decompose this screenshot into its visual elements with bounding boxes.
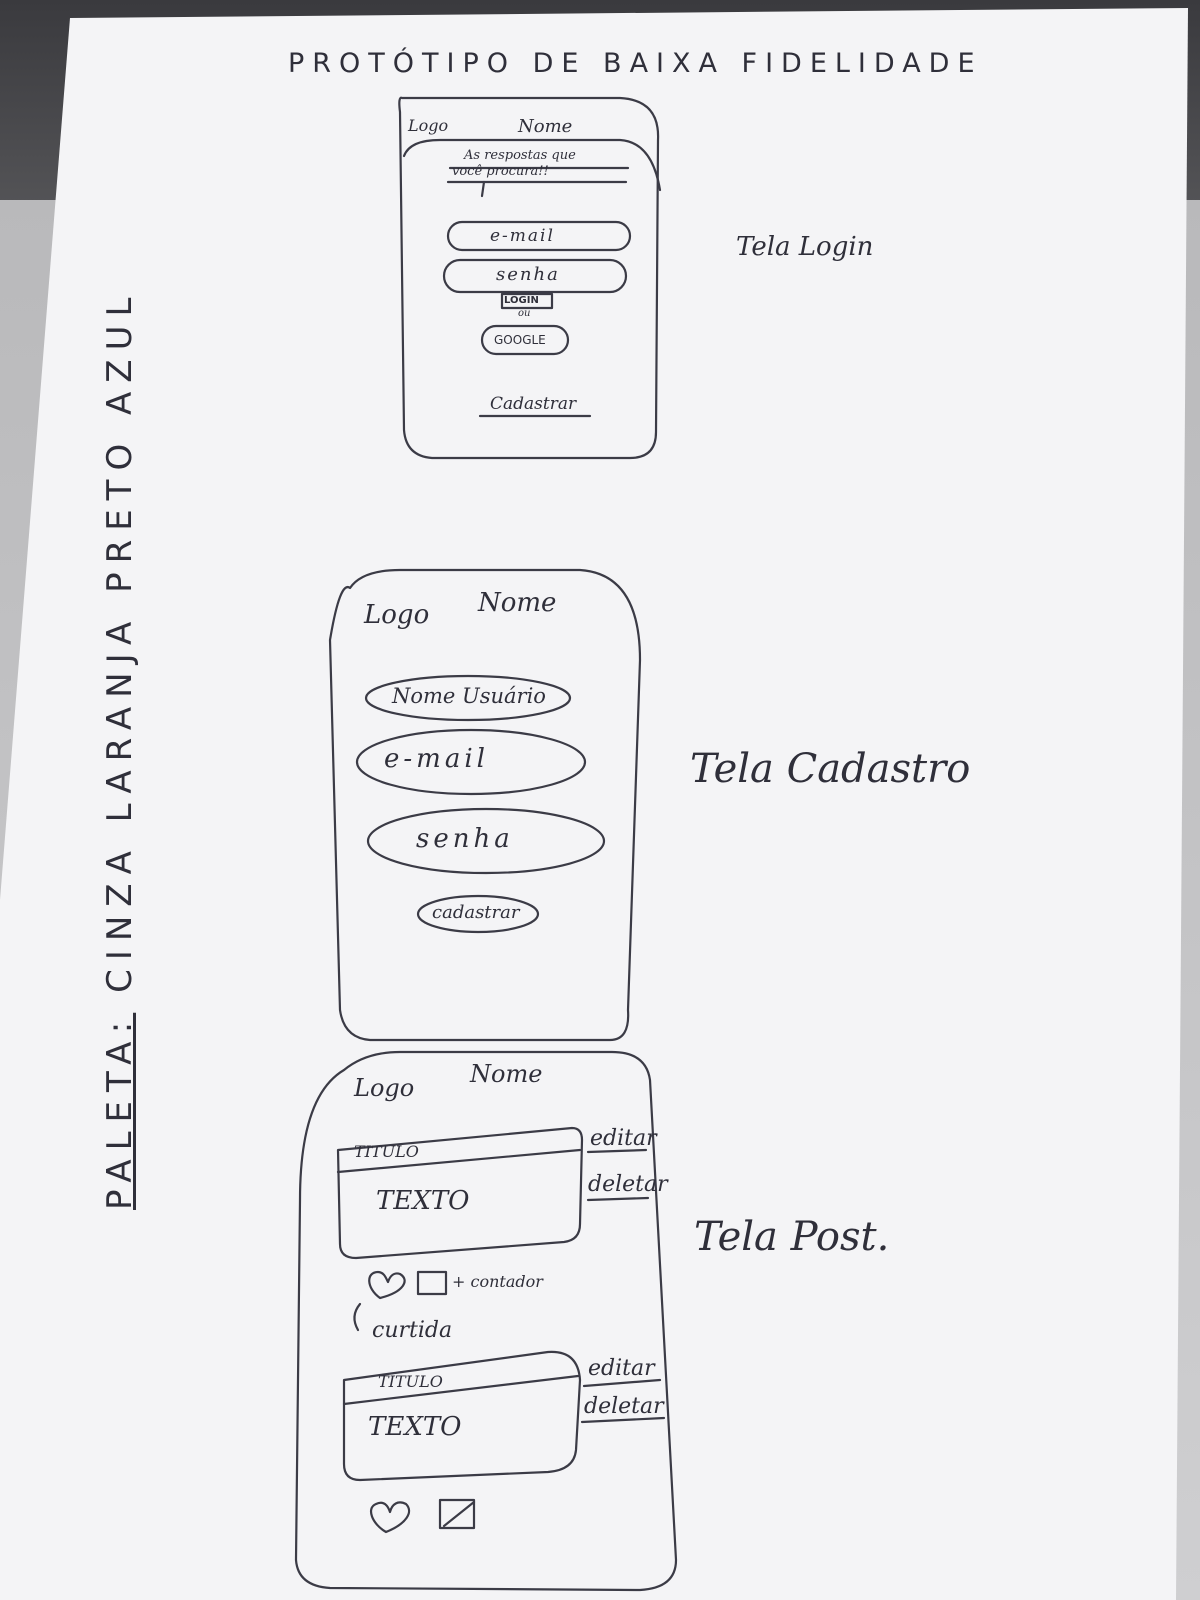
post2-delete-underline <box>580 1416 666 1424</box>
register-phone-outline <box>328 568 642 1042</box>
post1-delete-underline <box>586 1196 650 1202</box>
post1-like-heart <box>368 1270 406 1300</box>
page-title: PROTÓTIPO DE BAIXA FIDELIDADE <box>288 48 983 79</box>
post1-title: TITULO <box>354 1142 419 1161</box>
login-app-name: Nome <box>518 116 573 137</box>
post-app-name: Nome <box>470 1060 543 1088</box>
post-screen-label: Tela Post. <box>694 1214 890 1260</box>
post2-title: TITULO <box>378 1372 443 1391</box>
post1-edit-underline <box>586 1148 648 1154</box>
google-button-outline <box>480 324 570 356</box>
post1-edit-link[interactable]: editar <box>590 1126 657 1151</box>
palette-color-black: PRETO <box>100 434 140 593</box>
login-email-outline <box>446 220 632 252</box>
login-button[interactable]: LOGIN <box>504 295 539 306</box>
palette-color-gray: CINZA <box>100 842 140 993</box>
login-header-curve <box>402 138 662 192</box>
post2-delete-link[interactable]: deletar <box>584 1394 664 1419</box>
register-password-field[interactable]: senha <box>416 824 514 854</box>
post1-comment-box <box>416 1270 448 1296</box>
register-screen-label: Tela Cadastro <box>690 746 971 792</box>
post2-edit-underline <box>582 1378 662 1388</box>
register-submit-button[interactable]: cadastrar <box>432 902 520 923</box>
post1-title-divider <box>336 1148 582 1174</box>
register-button-outline <box>416 894 540 934</box>
palette-legend: PALETA: CINZA LARANJA PRETO AZUL <box>100 289 140 1210</box>
post2-title-divider <box>342 1374 580 1406</box>
login-tagline-2: você procura!! <box>452 164 549 179</box>
palette-color-orange: LARANJA <box>100 612 140 823</box>
login-or-text: ou <box>518 308 531 319</box>
post2-text: TEXTO <box>368 1412 462 1442</box>
post1-like-arrow <box>353 1302 362 1332</box>
register-link[interactable]: Cadastrar <box>490 394 577 414</box>
register-app-name: Nome <box>478 588 557 618</box>
login-logo: Logo <box>408 116 449 135</box>
post2-card-outline <box>342 1350 582 1482</box>
post2-edit-link[interactable]: editar <box>588 1356 655 1381</box>
login-tagline-1: As respostas que <box>464 148 576 163</box>
login-password-outline <box>442 258 628 294</box>
login-email-field[interactable]: e-mail <box>490 226 555 246</box>
register-password-outline <box>366 807 606 875</box>
post1-counter: + contador <box>452 1272 543 1291</box>
palette-color-blue: AZUL <box>100 288 140 415</box>
palette-label: PALETA: <box>100 1012 140 1210</box>
login-phone-outline <box>398 96 660 460</box>
post2-like-heart <box>369 1501 411 1534</box>
google-login-button[interactable]: GOOGLE <box>494 333 546 347</box>
post1-card-outline <box>336 1126 584 1260</box>
post-phone-outline <box>294 1050 678 1592</box>
post1-like-note: curtida <box>372 1318 453 1343</box>
username-field-outline <box>364 674 572 722</box>
login-password-field[interactable]: senha <box>496 264 560 285</box>
post2-comment-slash <box>442 1500 476 1528</box>
login-screen-label: Tela Login <box>736 232 874 262</box>
register-logo: Logo <box>364 600 430 630</box>
username-field[interactable]: Nome Usuário <box>392 684 546 708</box>
post-logo: Logo <box>354 1074 415 1102</box>
post1-delete-link[interactable]: deletar <box>588 1172 668 1197</box>
register-email-outline <box>355 728 587 796</box>
login-button-outline <box>500 292 554 310</box>
register-email-field[interactable]: e-mail <box>384 744 489 774</box>
post1-text: TEXTO <box>376 1186 470 1216</box>
tagline-arrow <box>480 180 486 198</box>
post2-comment-box <box>438 1498 476 1530</box>
